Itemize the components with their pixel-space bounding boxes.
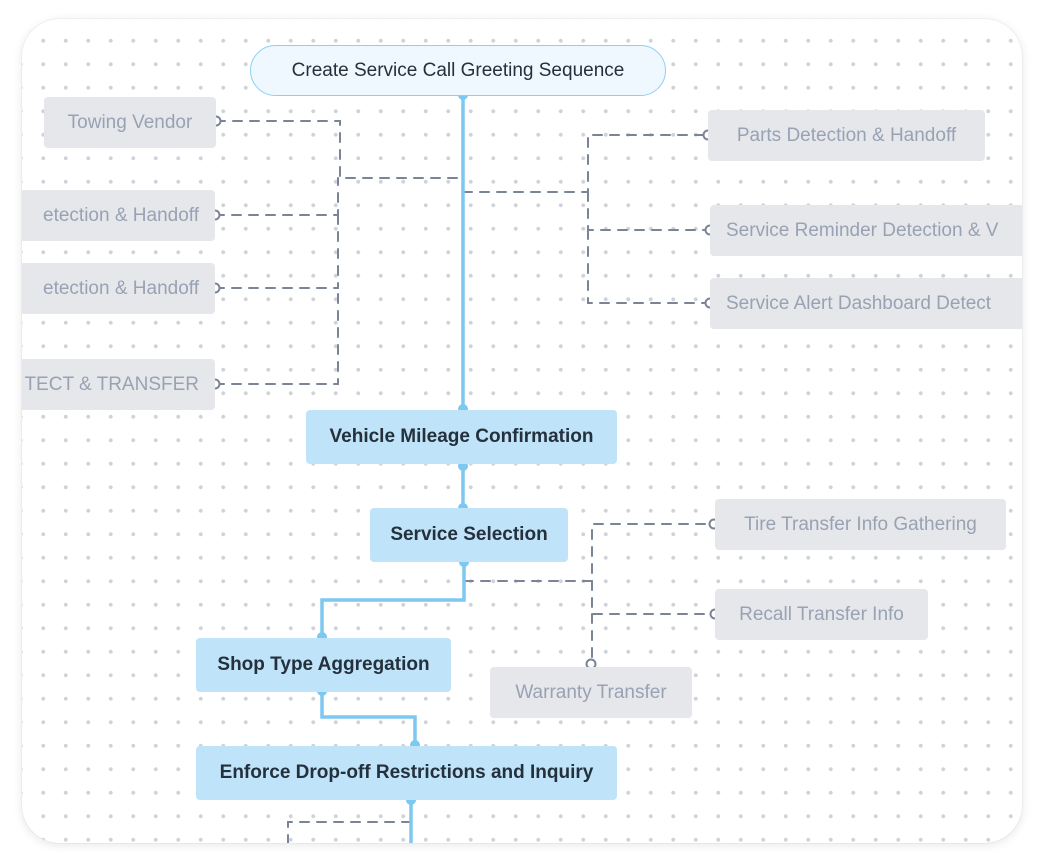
- edge-tire-transfer: [463, 523, 715, 582]
- edge-detection-handoff-2: [214, 214, 339, 289]
- branch-node-service-alert[interactable]: Service Alert Dashboard Detect: [710, 278, 1022, 329]
- edge-towing-vendor: [215, 120, 464, 179]
- branch-node-detection-handoff-2[interactable]: etection & Handoff: [22, 263, 215, 314]
- flow-node-enforce-drop-off[interactable]: Enforce Drop-off Restrictions and Inquir…: [196, 746, 617, 800]
- selection-branch-edges: [287, 523, 716, 843]
- flow-node-shop-type-aggregation[interactable]: Shop Type Aggregation: [196, 638, 451, 692]
- edge-selection-to-shop: [320, 562, 466, 637]
- branch-node-towing-vendor[interactable]: Towing Vendor: [44, 97, 216, 148]
- main-flow-edges: [320, 95, 466, 843]
- edge-service-reminder: [587, 191, 711, 231]
- branch-node-parts-detection[interactable]: Parts Detection & Handoff: [708, 110, 985, 161]
- flow-node-vehicle-mileage-confirmation[interactable]: Vehicle Mileage Confirmation: [306, 410, 617, 464]
- left-branch-edges: [214, 120, 464, 385]
- edge-detect-transfer: [214, 287, 339, 385]
- branch-node-detect-transfer[interactable]: TECT & TRANSFER: [22, 359, 215, 410]
- edge-bottom-branch: [287, 821, 412, 843]
- branch-node-service-reminder[interactable]: Service Reminder Detection & V: [710, 205, 1022, 256]
- diagram-canvas[interactable]: Create Service Call Greeting Sequence To…: [22, 19, 1022, 843]
- branch-node-detection-handoff-1[interactable]: etection & Handoff: [22, 190, 215, 241]
- edge-detection-handoff-1: [214, 177, 339, 216]
- start-node[interactable]: Create Service Call Greeting Sequence: [250, 45, 666, 96]
- branch-node-tire-transfer[interactable]: Tire Transfer Info Gathering: [715, 499, 1006, 550]
- branch-node-recall-transfer[interactable]: Recall Transfer Info: [715, 589, 928, 640]
- edge-shop-to-enforce: [320, 691, 417, 745]
- edge-service-alert: [587, 229, 711, 304]
- flow-node-service-selection[interactable]: Service Selection: [370, 508, 568, 562]
- edge-recall-transfer: [591, 580, 716, 615]
- edge-parts-detection: [462, 134, 709, 193]
- right-branch-edges: [462, 134, 711, 304]
- branch-node-warranty-transfer[interactable]: Warranty Transfer: [490, 667, 692, 718]
